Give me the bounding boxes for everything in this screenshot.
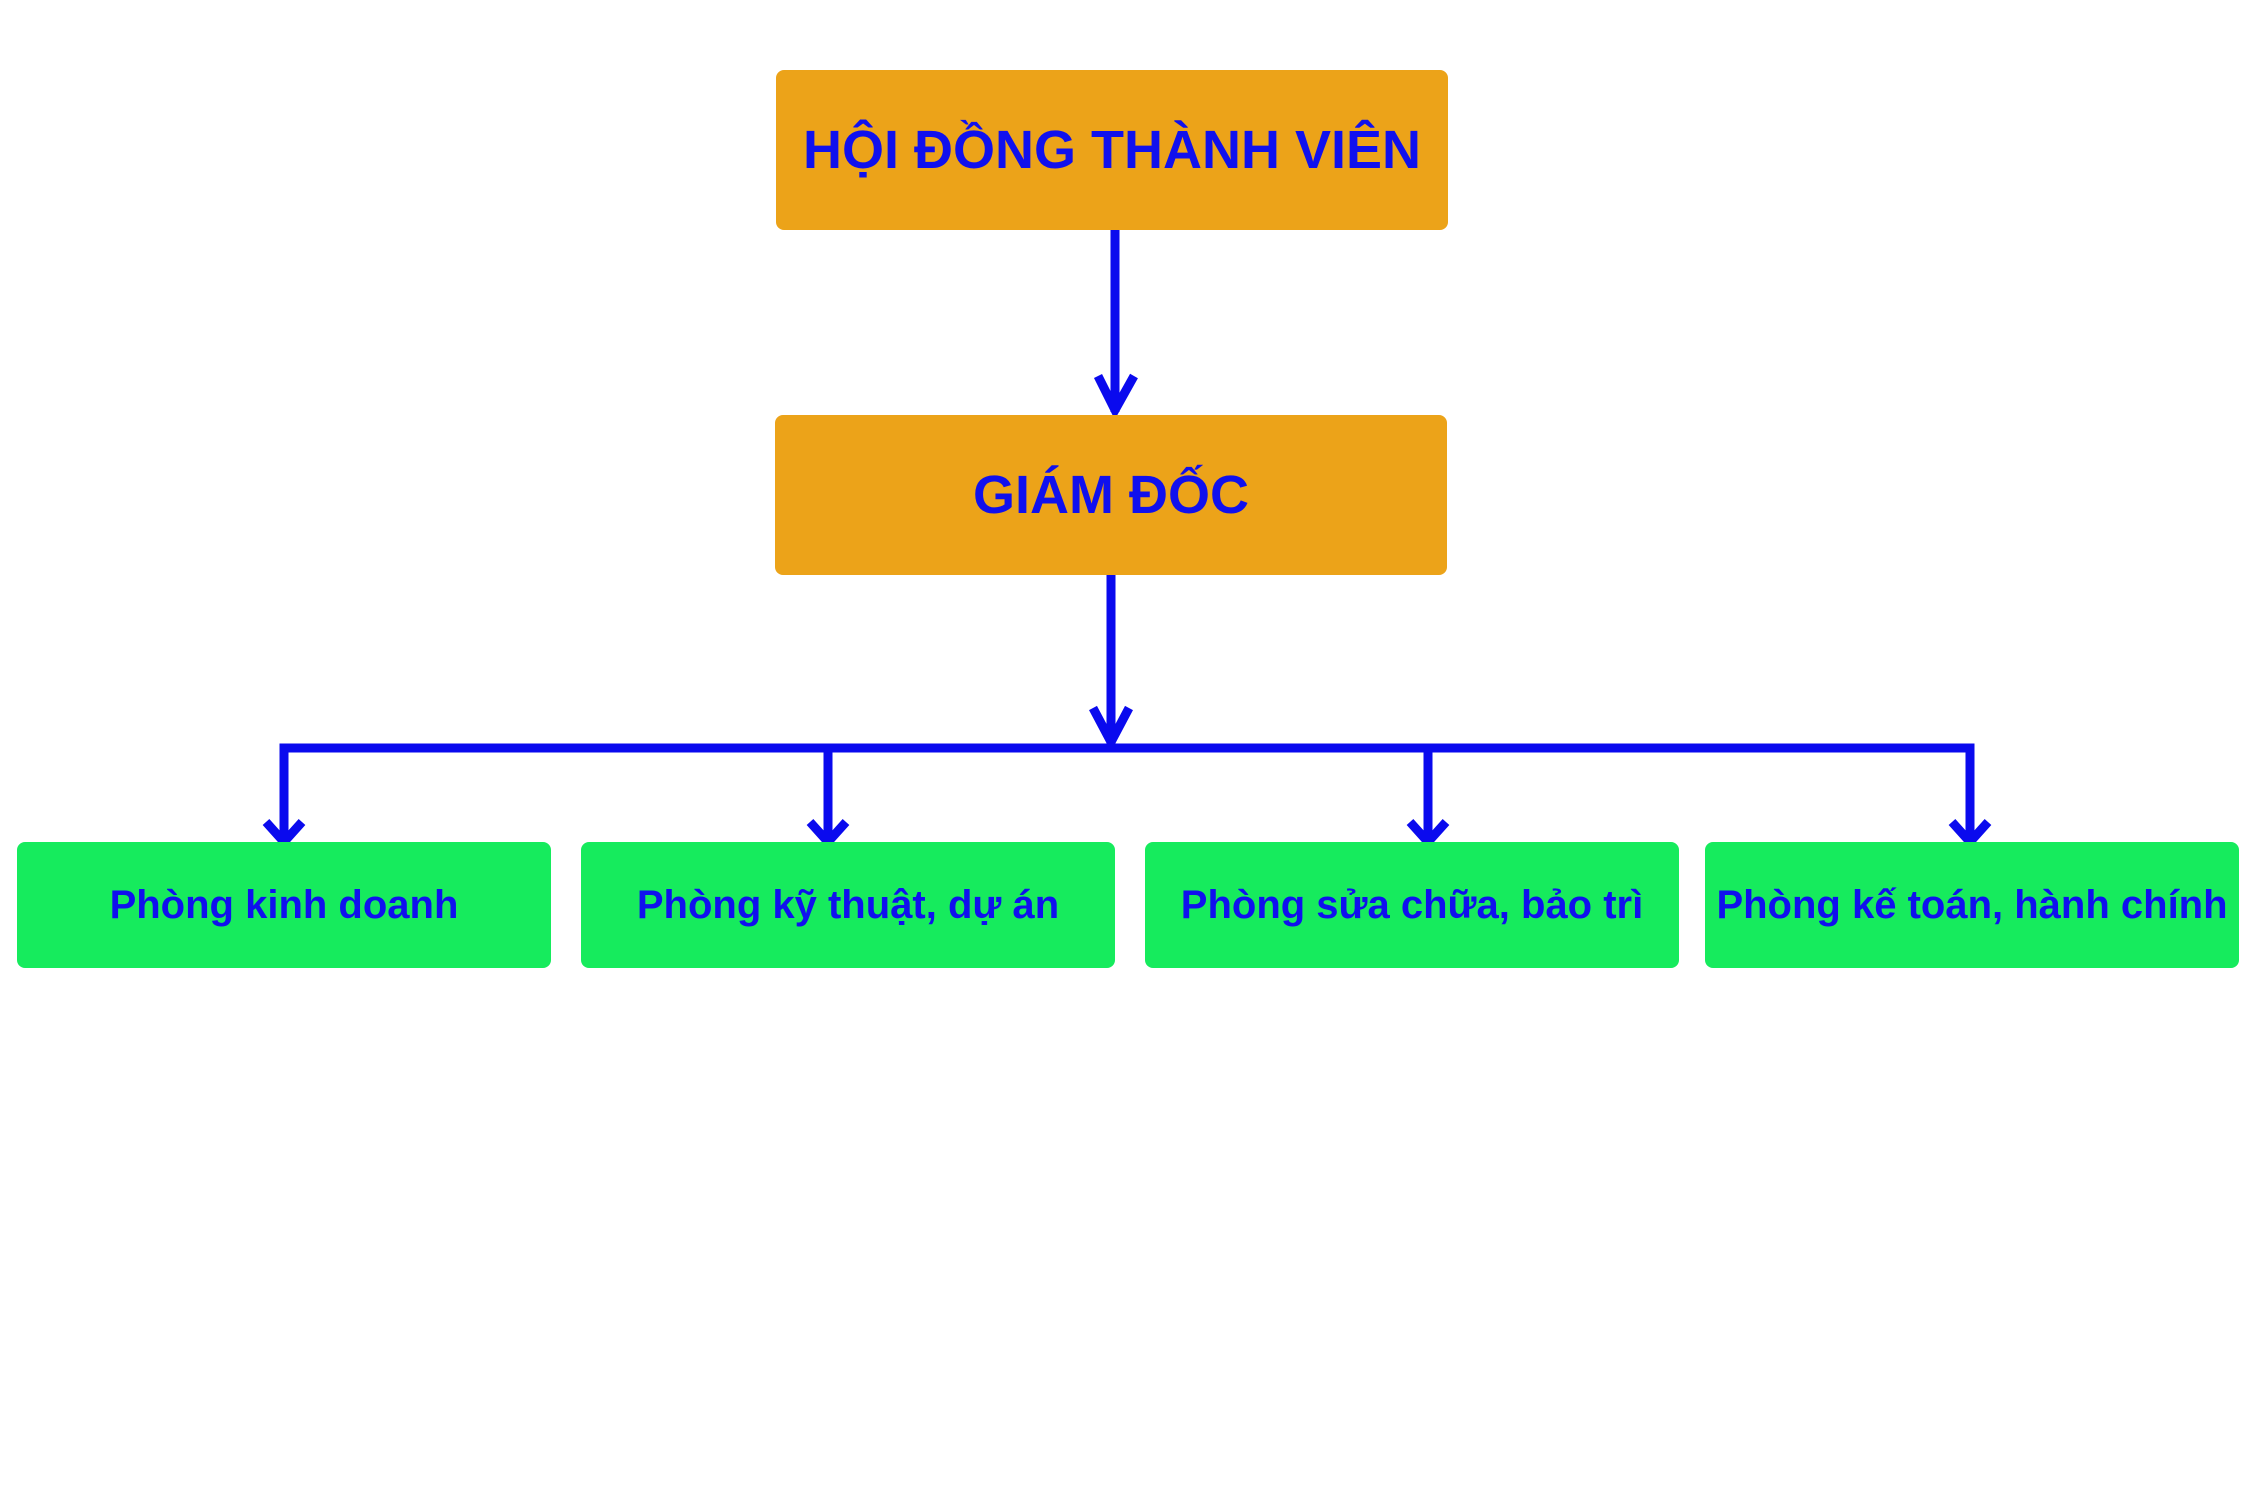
node-label: HỘI ĐỒNG THÀNH VIÊN [802,120,1422,180]
node-phong-ke-toan-hanh-chinh: Phòng kế toán, hành chính [1705,842,2239,968]
node-phong-sua-chua-bao-tri: Phòng sửa chữa, bảo trì [1145,842,1679,968]
arrowhead-director [1093,373,1138,420]
node-giam-doc: GIÁM ĐỐC [775,415,1447,575]
node-phong-ky-thuat-du-an: Phòng kỹ thuật, dự án [581,842,1115,968]
node-label: Phòng kinh doanh [109,882,459,927]
node-label: Phòng kỹ thuật, dự án [636,882,1060,927]
connector-bus [279,743,1975,842]
arrowhead-bus [1089,705,1133,752]
node-hoi-dong-thanh-vien: HỘI ĐỒNG THÀNH VIÊN [776,70,1448,230]
node-label: Phòng kế toán, hành chính [1716,882,2228,927]
node-phong-kinh-doanh: Phòng kinh doanh [17,842,551,968]
node-label: GIÁM ĐỐC [973,465,1249,525]
node-label: Phòng sửa chữa, bảo trì [1180,882,1644,927]
